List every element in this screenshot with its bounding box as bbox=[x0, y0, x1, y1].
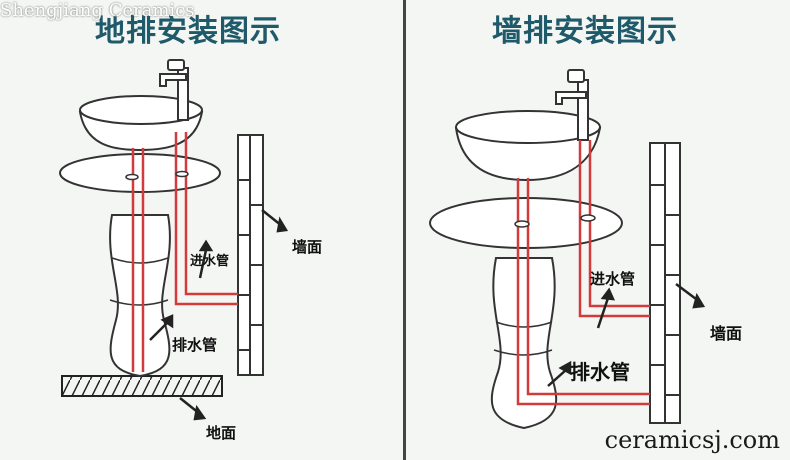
left-wall bbox=[237, 134, 264, 376]
left-pipes bbox=[131, 132, 238, 372]
left-wall-label: 墙面 bbox=[292, 238, 323, 256]
countertop bbox=[59, 153, 221, 193]
right-arrows bbox=[547, 283, 706, 387]
right-inlet-label: 进水管 bbox=[590, 270, 636, 288]
left-arrows bbox=[149, 209, 289, 421]
left-panel-title: 地排安装图示 bbox=[95, 14, 281, 49]
right-diagram bbox=[429, 69, 706, 430]
pedestal bbox=[490, 257, 558, 430]
pedestal bbox=[109, 214, 171, 378]
right-wall bbox=[649, 142, 681, 424]
watermark-top: Shengjiang Ceramics bbox=[0, 0, 195, 21]
right-panel-title: 墙排安装图示 bbox=[492, 14, 678, 49]
left-floor-label: 地面 bbox=[206, 424, 237, 442]
right-pipes bbox=[516, 140, 650, 406]
right-drain-label: 排水管 bbox=[570, 360, 630, 384]
left-diagram bbox=[59, 59, 289, 421]
right-wall-label: 墙面 bbox=[710, 324, 743, 343]
left-inlet-label: 进水管 bbox=[190, 254, 230, 269]
watermark-bottom: ceramicsj.com bbox=[604, 426, 780, 454]
faucet bbox=[555, 69, 589, 141]
floor-slab bbox=[61, 375, 223, 397]
faucet bbox=[159, 59, 189, 121]
left-drain-label: 排水管 bbox=[172, 336, 218, 354]
panel-divider bbox=[403, 0, 406, 460]
